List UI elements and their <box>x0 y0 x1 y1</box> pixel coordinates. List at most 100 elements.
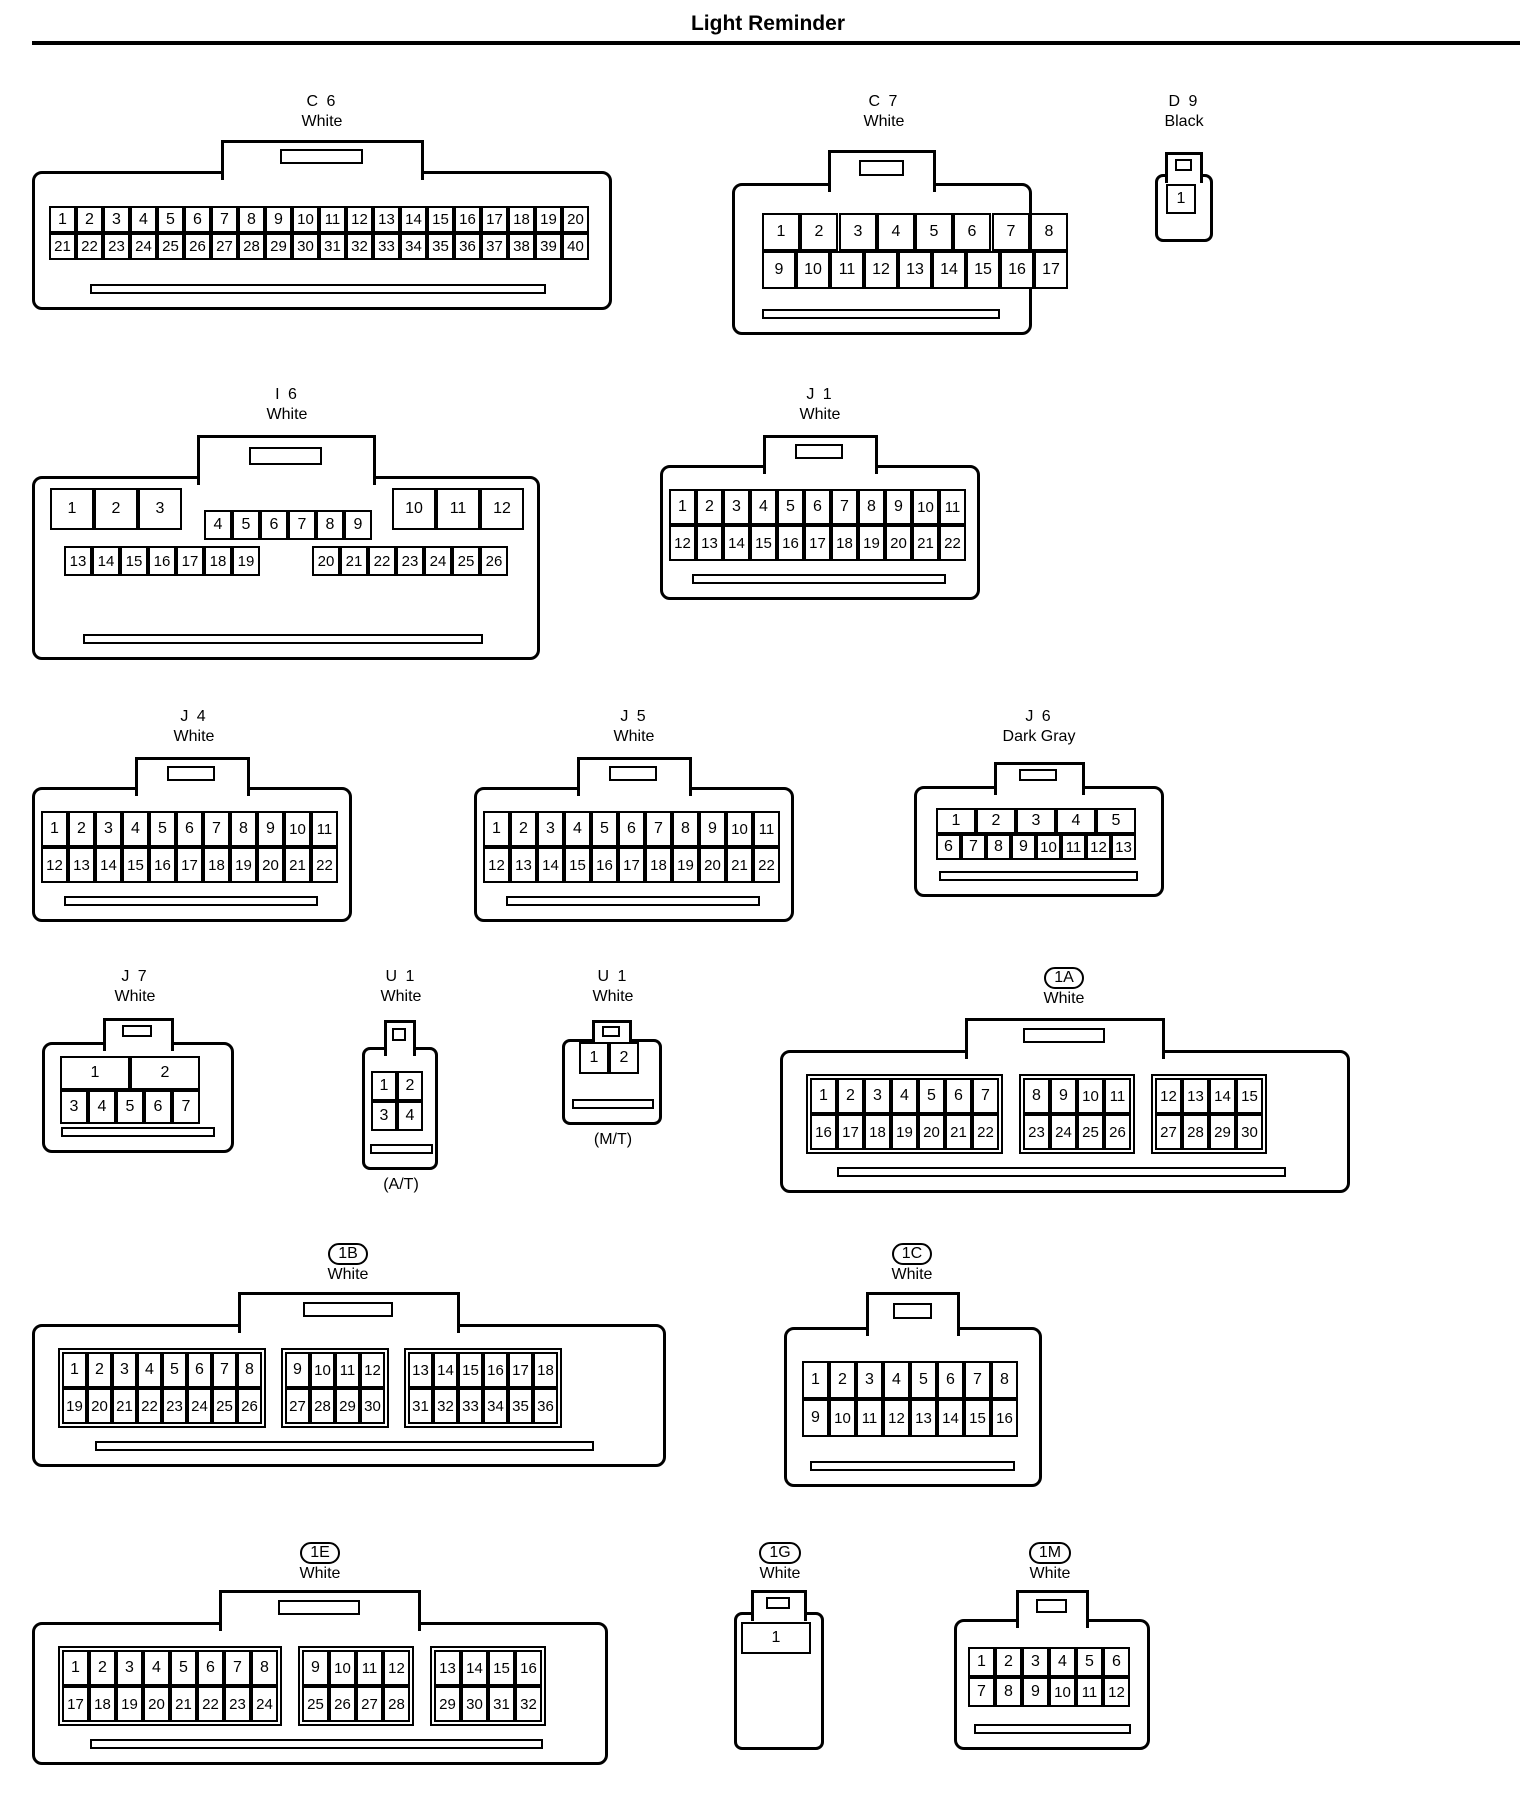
pin-cavity: 5 <box>149 811 176 847</box>
pin-cavity: 1 <box>50 488 94 530</box>
bottom-rail <box>572 1099 654 1109</box>
pin-cavity: 35 <box>508 1388 533 1424</box>
pin-cavity: 2 <box>837 1078 864 1114</box>
pin-cavity: 14 <box>937 1399 964 1437</box>
pin-cavity: 17 <box>176 847 203 883</box>
pin-cavity: 14 <box>95 847 122 883</box>
latch-window <box>1036 1599 1067 1613</box>
pin-cavity: 13 <box>408 1352 433 1388</box>
pin-cavity: 17 <box>481 206 508 233</box>
pin-cavity: 13 <box>510 847 537 883</box>
pin-cavity: 9 <box>1050 1078 1077 1114</box>
pin-cavity: 1 <box>49 206 76 233</box>
pin-cavity: 11 <box>1076 1677 1103 1707</box>
pin-cavity: 3 <box>723 489 750 525</box>
pin-cavity: 1 <box>762 213 800 251</box>
pin-cavity: 32 <box>346 233 373 260</box>
connector-color: White <box>1043 990 1085 1007</box>
pin-cavity: 19 <box>232 546 260 576</box>
pin-cavity: 10 <box>329 1650 356 1686</box>
pin-cavity: 15 <box>564 847 591 883</box>
pin-cavity: 12 <box>480 488 524 530</box>
pin-cavity: 3 <box>864 1078 891 1114</box>
connector-id: 1C <box>891 1243 933 1265</box>
pin-cavity: 5 <box>591 811 618 847</box>
pin-cavity: 21 <box>340 546 368 576</box>
pin-cavity: 5 <box>232 510 260 540</box>
pin-cavity: 25 <box>157 233 184 260</box>
pin-cavity: 9 <box>1022 1677 1049 1707</box>
pin-cavity: 1 <box>41 811 68 847</box>
pin-cavity: 6 <box>1103 1647 1130 1677</box>
pin-cavity: 14 <box>433 1352 458 1388</box>
pin-cavity: 20 <box>257 847 284 883</box>
pin-cavity: 7 <box>972 1078 999 1114</box>
pin-cavity: 3 <box>95 811 122 847</box>
pin-cavity: 5 <box>777 489 804 525</box>
pin-cavity: 18 <box>204 546 232 576</box>
pin-cavity: 3 <box>856 1361 883 1399</box>
pin-cavity: 2 <box>87 1352 112 1388</box>
pin-cavity: 5 <box>1096 808 1136 834</box>
connector-id: C 6 <box>306 93 338 110</box>
pin-cavity: 1 <box>579 1042 609 1074</box>
pin-cavity: 1 <box>62 1352 87 1388</box>
connector-color: Dark Gray <box>1002 728 1076 745</box>
pin-cavity: 14 <box>1209 1078 1236 1114</box>
pin-cavity: 16 <box>149 847 176 883</box>
pin-cavity: 29 <box>1209 1114 1236 1150</box>
pin-cavity: 24 <box>251 1686 278 1722</box>
pin-cavity: 6 <box>953 213 991 251</box>
pin-cavity: 4 <box>137 1352 162 1388</box>
pin-cavity: 18 <box>533 1352 558 1388</box>
pin-cavity: 32 <box>515 1686 542 1722</box>
pin-cavity: 22 <box>939 525 966 561</box>
connector-id: 1A <box>1044 967 1084 989</box>
pin-cavity: 20 <box>699 847 726 883</box>
pin-cavity: 29 <box>265 233 292 260</box>
pin-cavity: 7 <box>961 834 986 860</box>
latch-window <box>392 1028 406 1041</box>
connector-note: (A/T) <box>383 1176 419 1193</box>
pin-cavity: 12 <box>1086 834 1111 860</box>
pin-cavity: 10 <box>284 811 311 847</box>
pin-cavity: 21 <box>170 1686 197 1722</box>
pin-cavity: 10 <box>726 811 753 847</box>
pin-cavity: 11 <box>356 1650 383 1686</box>
connector-id: 1B <box>328 1243 368 1265</box>
connector-color: White <box>299 1565 341 1582</box>
pin-cavity: 3 <box>112 1352 137 1388</box>
pin-cavity: 5 <box>170 1650 197 1686</box>
pin-cavity: 6 <box>176 811 203 847</box>
pin-cavity: 18 <box>89 1686 116 1722</box>
pin-cavity: 23 <box>224 1686 251 1722</box>
pin-cavity: 34 <box>400 233 427 260</box>
pin-cavity: 8 <box>858 489 885 525</box>
pin-cavity: 3 <box>103 206 130 233</box>
pin-cavity: 4 <box>564 811 591 847</box>
pin-cavity: 8 <box>672 811 699 847</box>
connector-id: 1G <box>759 1542 801 1564</box>
pin-cavity: 15 <box>120 546 148 576</box>
pin-cavity: 1 <box>968 1647 995 1677</box>
pin-cavity: 2 <box>976 808 1016 834</box>
connector-id: 1M <box>1028 1542 1072 1564</box>
pin-cavity: 18 <box>831 525 858 561</box>
pin-cavity: 1 <box>936 808 976 834</box>
pin-cavity: 11 <box>1061 834 1086 860</box>
pin-cavity: 15 <box>750 525 777 561</box>
pin-cavity: 2 <box>696 489 723 525</box>
pin-cavity: 2 <box>829 1361 856 1399</box>
pin-cavity: 2 <box>89 1650 116 1686</box>
bottom-rail <box>974 1724 1131 1734</box>
pin-cavity: 3 <box>839 213 877 251</box>
connector-id: J 4 <box>180 708 208 725</box>
